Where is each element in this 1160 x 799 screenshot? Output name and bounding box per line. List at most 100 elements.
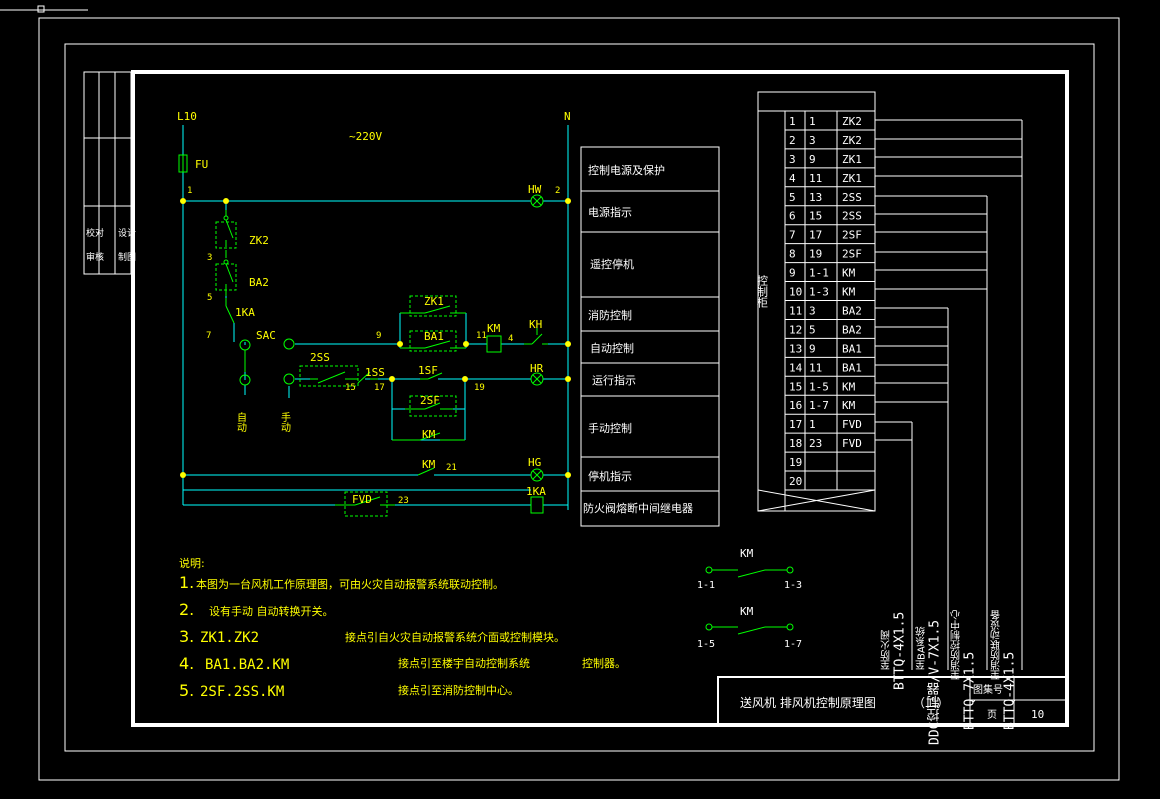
aux-left-1: 1-1 xyxy=(697,580,715,591)
button-2sf xyxy=(405,395,457,417)
cable-dest-1: 至BA系统 xyxy=(916,626,928,670)
cabinet-label: 控制柜 xyxy=(756,274,769,309)
label-hr: HR xyxy=(530,362,544,375)
terminal-cell-n: 19 xyxy=(789,456,802,469)
label-2sf: 2SF xyxy=(420,394,440,407)
label-node-2: 2 xyxy=(555,186,560,196)
note-1-num: 1. xyxy=(179,573,194,592)
function-label-7: 停机指示 xyxy=(588,469,632,483)
terminal-cell-t: 1-5 xyxy=(809,380,829,393)
label-fu: FU xyxy=(195,158,208,171)
label-ba2: BA2 xyxy=(249,276,269,289)
aux-contact-1 xyxy=(705,566,794,578)
function-label-8: 防火阀熔断中间继电器 xyxy=(583,501,693,515)
outer-frame xyxy=(38,17,1120,781)
terminal-cell-n: 8 xyxy=(789,248,796,261)
strip-label-review: 审核 xyxy=(86,251,104,263)
label-zk2: ZK2 xyxy=(249,234,269,247)
contact-ba1 xyxy=(400,330,466,352)
label-node-9: 9 xyxy=(376,331,381,341)
function-label-5: 运行指示 xyxy=(592,373,636,387)
label-km-nc: KM xyxy=(422,458,436,471)
terminal-cell-d: 2SF xyxy=(842,229,862,242)
junction-nodes xyxy=(180,198,571,478)
function-label-1: 电源指示 xyxy=(588,205,632,219)
terminal-cell-n: 4 xyxy=(789,172,796,185)
terminal-cell-d: ZK2 xyxy=(842,134,862,147)
note-5-text: 接点引至消防控制中心。 xyxy=(398,683,519,697)
cable-dest-0: 至防火阀 xyxy=(881,629,893,670)
aux-left-2: 1-5 xyxy=(697,639,715,650)
label-n: N xyxy=(564,110,571,123)
cable-destinations: 至防火阀 至BA系统 至消防控制中心 至消防联动设备 xyxy=(881,609,1003,680)
note-4-text2: 控制器。 xyxy=(582,656,626,670)
label-km-coil: KM xyxy=(487,322,501,335)
label-sac: SAC xyxy=(256,329,276,342)
contact-kh xyxy=(524,328,548,345)
aux-label-1: KM xyxy=(740,547,754,560)
cable-dest-2: 至消防控制中心 xyxy=(951,610,963,680)
coil-1ka xyxy=(530,496,544,514)
note-2-num: 2. xyxy=(179,600,194,619)
button-1sf xyxy=(420,372,443,380)
terminal-cell-n: 3 xyxy=(789,153,796,166)
terminal-cell-d: KM xyxy=(842,380,856,393)
label-node-15: 15 xyxy=(345,383,356,393)
terminal-cell-t: 9 xyxy=(809,153,816,166)
circuit-labels: L10 N ~220V FU 1 2 HW 3 5 7 ZK2 BA2 1KA … xyxy=(177,110,571,506)
terminal-cell-d: ZK1 xyxy=(842,172,862,185)
terminal-cell-d: KM xyxy=(842,286,856,299)
terminal-cell-n: 5 xyxy=(789,191,796,204)
label-2ss: 2SS xyxy=(310,351,330,364)
terminal-cell-t: 1-3 xyxy=(809,286,829,299)
terminal-cell-t: 1-1 xyxy=(809,267,829,280)
drawing-subtitle: （二） xyxy=(913,696,949,710)
title-block: 送风机 排风机控制原理图 （二） 图集号 页 10 xyxy=(740,683,1044,721)
terminal-cell-d: 2SF xyxy=(842,248,862,261)
strip-label-design: 设计 xyxy=(118,227,136,239)
note-2-text: 设有手动 自动转换开关。 xyxy=(209,604,334,618)
drawing-title: 送风机 排风机控制原理图 xyxy=(740,695,876,710)
terminal-cell-d: ZK2 xyxy=(842,115,862,128)
terminal-cell-t: 17 xyxy=(809,229,822,242)
terminal-cell-t: 3 xyxy=(809,304,816,317)
label-kh: KH xyxy=(529,318,542,331)
label-node-1: 1 xyxy=(187,186,192,196)
drawing-frames xyxy=(0,5,1120,781)
contact-km-hold xyxy=(392,432,465,441)
aux-right-1: 1-3 xyxy=(784,580,802,591)
inner-frame xyxy=(131,70,1069,727)
label-1ss: 1SS xyxy=(365,366,385,379)
terminal-cell-n: 15 xyxy=(789,380,802,393)
aux-contact-labels: KM 1-1 1-3 KM 1-5 1-7 xyxy=(697,547,802,650)
label-node-23: 23 xyxy=(398,496,409,506)
cable-leaders xyxy=(875,119,1023,670)
label-node-3: 3 xyxy=(207,253,212,263)
aux-right-2: 1-7 xyxy=(784,639,802,650)
terminal-cell-t: 13 xyxy=(809,191,822,204)
terminal-cell-n: 16 xyxy=(789,399,802,412)
terminal-cell-t: 3 xyxy=(809,134,816,147)
terminal-cell-d: KM xyxy=(842,399,856,412)
middle-frame xyxy=(64,43,1095,752)
strip-label-draw: 制图 xyxy=(118,251,136,263)
cable-dest-3: 至消防联动设备 xyxy=(991,609,1003,680)
contact-km-nc xyxy=(417,467,435,476)
terminal-cell-d: BA1 xyxy=(842,342,862,355)
contact-zk1 xyxy=(400,295,466,317)
terminal-cell-t: 1 xyxy=(809,418,816,431)
function-label-0: 控制电源及保护 xyxy=(588,163,665,177)
label-manual: 手动 xyxy=(279,411,291,433)
contact-zk2 xyxy=(215,210,237,249)
label-1ka-coil: 1KA xyxy=(526,485,546,498)
terminal-cell-t: 9 xyxy=(809,342,816,355)
note-5-code: 2SF.2SS.KM xyxy=(200,684,284,700)
label-node-17: 17 xyxy=(374,383,385,393)
button-2ss xyxy=(299,365,359,387)
terminal-cell-d: BA1 xyxy=(842,361,862,374)
label-l10: L10 xyxy=(177,110,197,123)
terminal-cell-n: 1 xyxy=(789,115,796,128)
terminal-cell-t: 1-7 xyxy=(809,399,829,412)
function-label-6: 手动控制 xyxy=(588,421,632,435)
terminal-cell-n: 9 xyxy=(789,267,796,280)
